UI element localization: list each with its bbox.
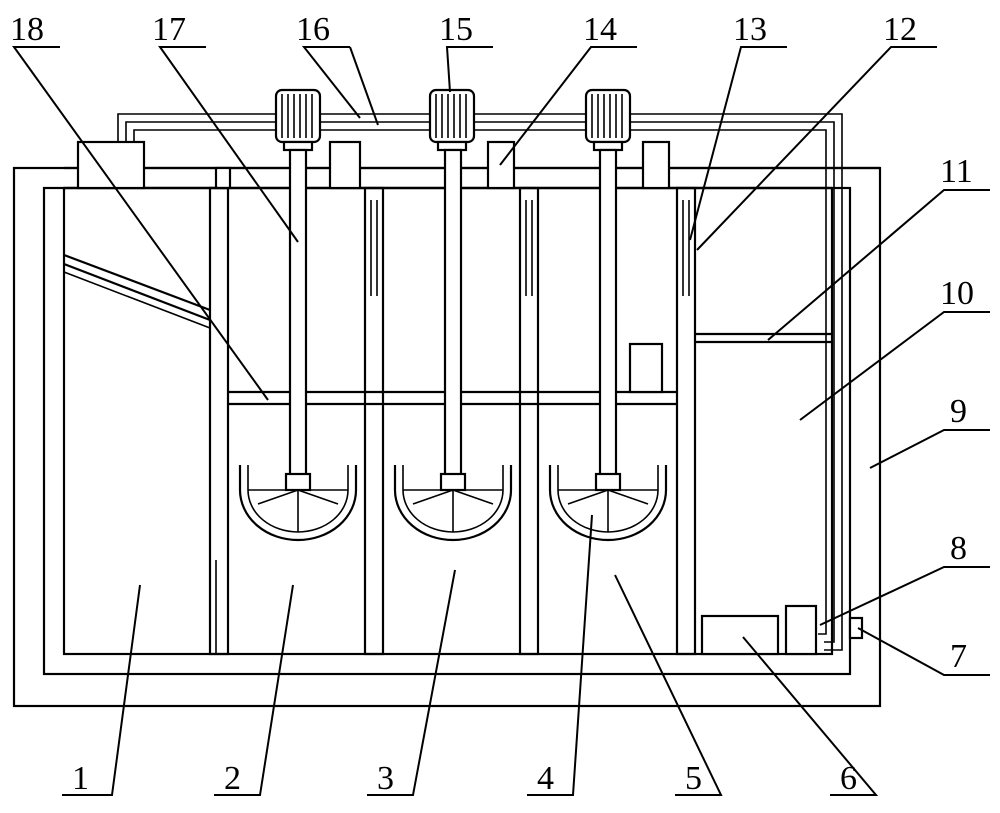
- motor-group: [274, 88, 632, 152]
- label-17: 17: [152, 11, 186, 48]
- label-15: 15: [439, 11, 473, 48]
- label-11: 11: [940, 153, 973, 190]
- label-10: 10: [940, 275, 974, 312]
- stirring-shafts: [288, 148, 618, 482]
- leader-lines: [12, 46, 990, 796]
- label-5: 5: [685, 760, 702, 797]
- label-14: 14: [583, 11, 617, 48]
- label-1: 1: [72, 760, 89, 797]
- inclined-screen: [63, 253, 211, 329]
- label-8: 8: [950, 530, 967, 567]
- stirring-baskets: [238, 465, 668, 542]
- basket-1: [238, 465, 358, 542]
- motor-2: [428, 88, 476, 152]
- label-3: 3: [377, 760, 394, 797]
- label-9: 9: [950, 393, 967, 430]
- label-2: 2: [224, 760, 241, 797]
- label-7: 7: [950, 638, 967, 675]
- label-6: 6: [840, 760, 857, 797]
- motor-3: [584, 88, 632, 152]
- label-12: 12: [883, 11, 917, 48]
- label-18: 18: [10, 11, 44, 48]
- basket-3: [548, 465, 668, 542]
- number-labels: 1 2 3 4 5 6 7 8 9 10 11 12 13 14 15 16 1…: [10, 11, 974, 797]
- label-16: 16: [296, 11, 330, 48]
- motor-1: [274, 88, 322, 152]
- bottom-components: [700, 604, 864, 656]
- basket-2: [393, 465, 513, 542]
- label-4: 4: [537, 760, 554, 797]
- shelf: [695, 332, 832, 344]
- inner-tank: [62, 166, 880, 656]
- label-13: 13: [733, 11, 767, 48]
- partition-walls: [208, 186, 697, 656]
- pipe-loop: [117, 113, 843, 651]
